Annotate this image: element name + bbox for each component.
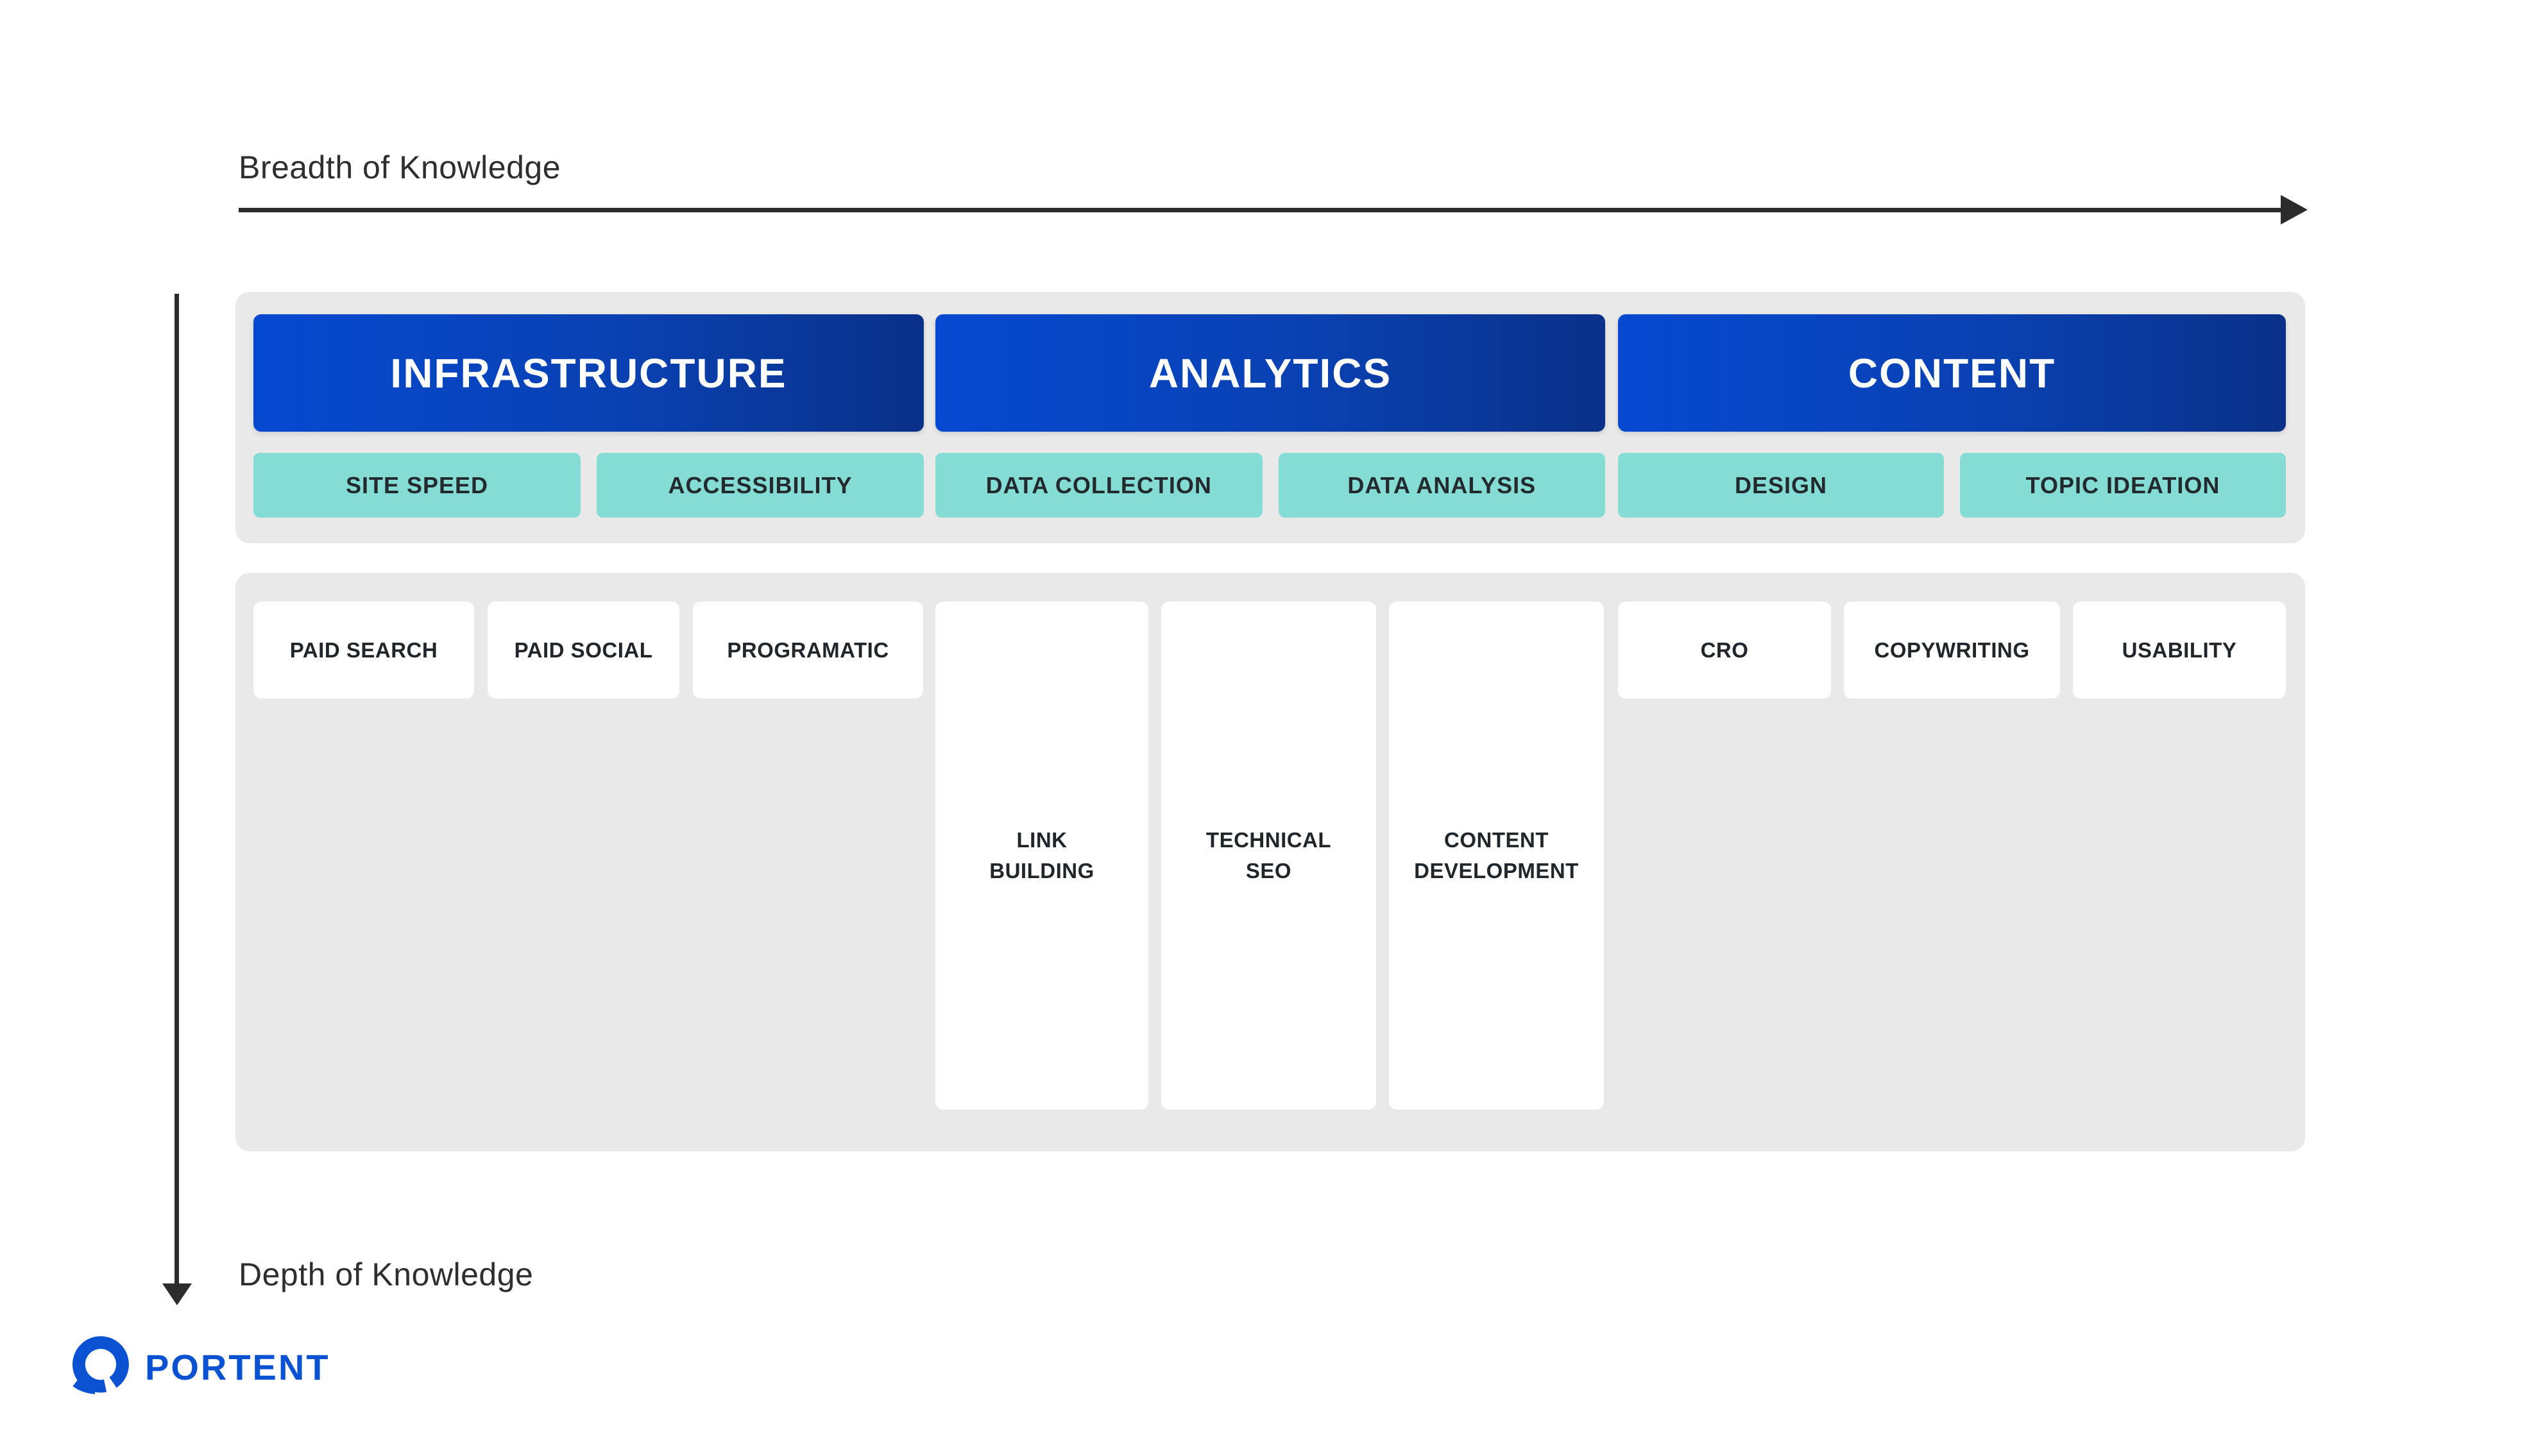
seo-skills-row: LINK BUILDING TECHNICAL SEO CONTENT DEVE… xyxy=(935,602,1605,1110)
skill-label: CRO xyxy=(1700,638,1749,662)
skill-link-building: LINK BUILDING xyxy=(935,602,1148,1110)
subskill-label: DATA COLLECTION xyxy=(985,471,1212,498)
subskill-design: DESIGN xyxy=(1618,453,1944,518)
skill-label: LINK BUILDING xyxy=(989,828,1094,883)
skill-label: PAID SOCIAL xyxy=(514,638,653,662)
content-subskills-row: DESIGN TOPIC IDEATION xyxy=(1618,453,2286,518)
skill-paid-social: PAID SOCIAL xyxy=(488,602,679,698)
depth-arrow-line xyxy=(175,294,179,1285)
subskill-data-analysis: DATA ANALYSIS xyxy=(1278,453,1605,518)
skill-usability: USABILITY xyxy=(2073,602,2286,698)
infrastructure-subskills-row: SITE SPEED ACCESSIBILITY xyxy=(253,453,924,518)
content-column: CONTENT DESIGN TOPIC IDEATION xyxy=(1618,292,2286,518)
categories-panel: INFRASTRUCTURE SITE SPEED ACCESSIBILITY … xyxy=(235,292,2305,543)
skills-panel: PAID SEARCH PAID SOCIAL PROGRAMATIC LINK… xyxy=(235,573,2305,1151)
portent-logo-mark-icon xyxy=(72,1336,129,1394)
skill-content-development: CONTENT DEVELOPMENT xyxy=(1389,602,1604,1110)
subskill-label: SITE SPEED xyxy=(345,471,489,498)
skill-programatic: PROGRAMATIC xyxy=(693,602,923,698)
subskill-topic-ideation: TOPIC IDEATION xyxy=(1960,453,2286,518)
skill-copywriting: COPYWRITING xyxy=(1844,602,2060,698)
category-header-analytics: ANALYTICS xyxy=(935,314,1605,432)
skill-label: TECHNICAL SEO xyxy=(1205,828,1332,883)
paid-media-skills-row: PAID SEARCH PAID SOCIAL PROGRAMATIC xyxy=(253,602,924,698)
breadth-arrow-line xyxy=(239,208,2282,212)
depth-axis-label: Depth of Knowledge xyxy=(239,1257,534,1292)
subskill-accessibility: ACCESSIBILITY xyxy=(597,453,924,518)
subskill-label: ACCESSIBILITY xyxy=(668,471,853,498)
skill-label: USABILITY xyxy=(2122,638,2237,662)
category-title: INFRASTRUCTURE xyxy=(390,350,787,396)
infrastructure-column: INFRASTRUCTURE SITE SPEED ACCESSIBILITY xyxy=(253,292,924,518)
subskill-data-collection: DATA COLLECTION xyxy=(935,453,1263,518)
breadth-arrow-head-icon xyxy=(2281,195,2308,224)
skill-label: PROGRAMATIC xyxy=(727,638,889,662)
portent-logo-wordmark: PORTENT xyxy=(145,1347,330,1387)
depth-arrow-head-icon xyxy=(162,1283,192,1305)
category-title: CONTENT xyxy=(1848,350,2056,396)
skill-label: CONTENT DEVELOPMENT xyxy=(1414,828,1579,883)
skill-technical-seo: TECHNICAL SEO xyxy=(1161,602,1376,1110)
skill-label: PAID SEARCH xyxy=(289,638,438,662)
content-skills-row: CRO COPYWRITING USABILITY xyxy=(1618,602,2286,698)
category-header-content: CONTENT xyxy=(1618,314,2286,432)
subskill-label: DESIGN xyxy=(1734,471,1828,498)
skill-cro: CRO xyxy=(1618,602,1831,698)
analytics-column: ANALYTICS DATA COLLECTION DATA ANALYSIS xyxy=(935,292,1605,518)
subskill-site-speed: SITE SPEED xyxy=(253,453,581,518)
analytics-subskills-row: DATA COLLECTION DATA ANALYSIS xyxy=(935,453,1605,518)
subskill-label: DATA ANALYSIS xyxy=(1347,471,1537,498)
skill-paid-search: PAID SEARCH xyxy=(253,602,474,698)
breadth-axis-label: Breadth of Knowledge xyxy=(239,149,561,185)
portent-logo: PORTENT xyxy=(67,1333,330,1400)
category-header-infrastructure: INFRASTRUCTURE xyxy=(253,314,924,432)
skill-label: COPYWRITING xyxy=(1874,638,2030,662)
subskill-label: TOPIC IDEATION xyxy=(2025,471,2220,498)
category-title: ANALYTICS xyxy=(1148,350,1392,396)
